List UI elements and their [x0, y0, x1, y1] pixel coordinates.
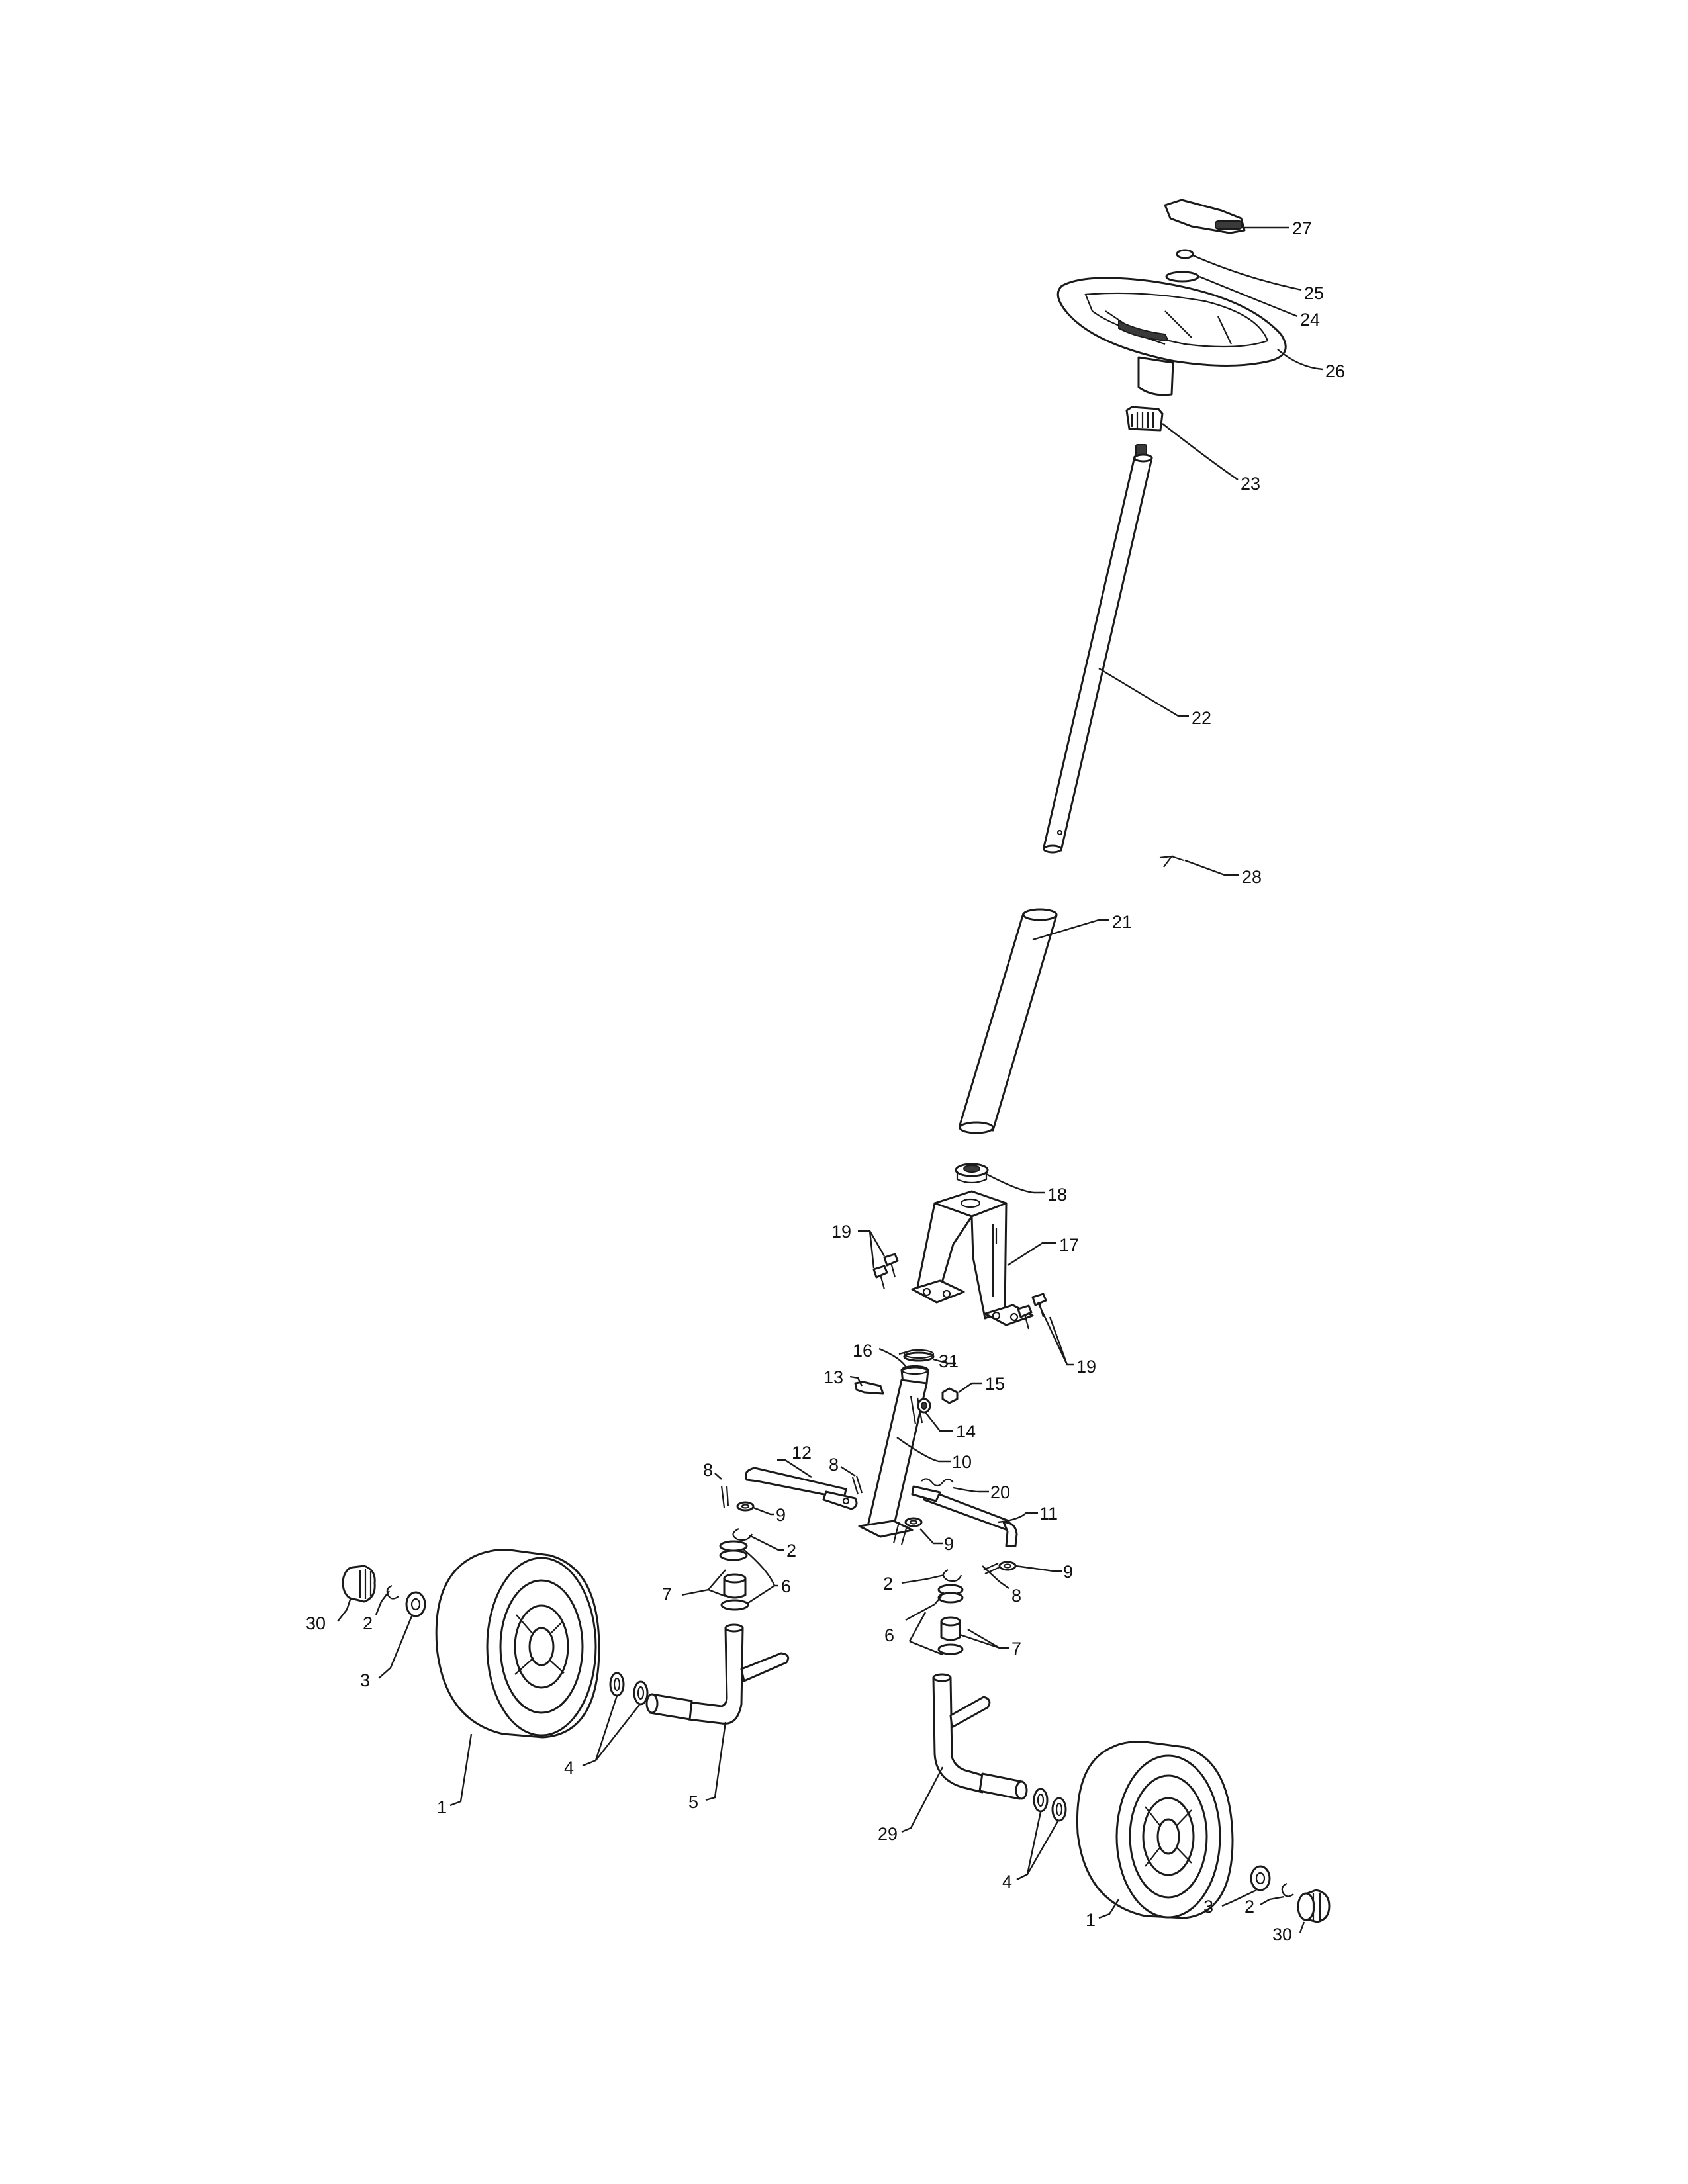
callout-19-right: 19: [1076, 1357, 1096, 1377]
callout-18: 18: [1047, 1185, 1067, 1205]
callout-14: 14: [956, 1422, 976, 1441]
callout-7-left: 7: [662, 1584, 672, 1604]
spindle-bushing: [937, 1616, 964, 1655]
callout-30-right: 30: [1272, 1925, 1292, 1944]
callout-24: 24: [1300, 310, 1320, 330]
pivot-bushing: [917, 1398, 931, 1414]
hairpin-clip: [1281, 1882, 1294, 1897]
callout-9-right: 9: [1063, 1562, 1073, 1582]
callout-22: 22: [1192, 708, 1211, 728]
steering-pivot-shaft: [858, 1379, 928, 1545]
callout-5: 5: [688, 1792, 698, 1812]
hex-bolt: [883, 1253, 899, 1278]
flange-bushing: [955, 1163, 989, 1184]
callout-9-mid: 9: [944, 1534, 954, 1554]
callout-6-right: 6: [884, 1625, 894, 1645]
roll-pin: [1159, 855, 1184, 868]
spindle-bushing: [720, 1573, 749, 1611]
lock-nut: [941, 1387, 959, 1404]
callout-28: 28: [1242, 867, 1262, 887]
callout-29: 29: [878, 1824, 898, 1844]
callout-31: 31: [939, 1351, 959, 1371]
callout-13: 13: [823, 1367, 843, 1387]
shaft-adapter: [1125, 406, 1164, 459]
callout-1-left: 1: [437, 1797, 447, 1817]
steering-support-bracket: [911, 1190, 1034, 1326]
spring-washer: [903, 1349, 935, 1362]
callout-12: 12: [792, 1443, 812, 1463]
callout-20: 20: [990, 1482, 1010, 1502]
hairpin-clip: [386, 1584, 399, 1600]
return-spring: [921, 1478, 954, 1487]
wheel-cap: [1164, 199, 1246, 234]
hub-cap-left: [342, 1565, 376, 1603]
spacer-washer: [633, 1680, 649, 1706]
flat-washer: [1165, 271, 1199, 283]
spindle-right: [932, 1673, 1028, 1800]
callout-8-right: 8: [1011, 1586, 1021, 1606]
callout-2-upper-left: 2: [786, 1541, 796, 1561]
callout-1-right: 1: [1086, 1910, 1096, 1930]
cotter-pin: [851, 1475, 863, 1495]
spindle-left: [645, 1623, 790, 1725]
spindle-washer: [719, 1540, 748, 1561]
callout-2-hub-right: 2: [1244, 1897, 1254, 1917]
steering-wheel: [1056, 277, 1287, 396]
hub-washer: [1250, 1865, 1271, 1891]
flat-washer: [904, 1517, 923, 1527]
callout-23: 23: [1241, 474, 1260, 494]
spindle-washer: [937, 1584, 964, 1604]
callout-11: 11: [1039, 1504, 1058, 1524]
hex-bolt: [872, 1265, 888, 1290]
callout-2-hub-left: 2: [363, 1614, 373, 1633]
callout-27: 27: [1292, 218, 1312, 238]
callout-9-left: 9: [776, 1505, 786, 1525]
callout-21: 21: [1112, 912, 1132, 932]
callout-3-left: 3: [360, 1670, 370, 1690]
steering-shaft: [1043, 453, 1153, 854]
callout-25: 25: [1304, 283, 1324, 303]
callout-8-mid: 8: [829, 1455, 839, 1475]
column-tube: [959, 908, 1058, 1134]
callout-10: 10: [952, 1452, 972, 1472]
callout-26: 26: [1325, 361, 1345, 381]
leader-lines: [337, 226, 1323, 1933]
callout-19-left: 19: [831, 1222, 851, 1242]
callout-4-left: 4: [564, 1758, 574, 1778]
callout-4-right: 4: [1002, 1872, 1012, 1891]
drag-link-right: [911, 1485, 1018, 1547]
hub-cap-right: [1297, 1889, 1331, 1923]
flat-washer: [998, 1561, 1017, 1571]
callout-30-left: 30: [306, 1614, 326, 1633]
flat-washer: [736, 1501, 755, 1512]
hex-nut: [1176, 249, 1194, 259]
callout-labels: 27 25 24 26 23 22 28 21 18 19 17 19 16 3…: [306, 218, 1345, 1944]
front-wheel-left: [435, 1549, 600, 1739]
e-clip: [732, 1528, 753, 1541]
callout-8-left: 8: [703, 1460, 713, 1480]
spacer-washer: [609, 1672, 625, 1697]
spacer-washer: [1051, 1797, 1067, 1822]
hex-bolt: [1017, 1304, 1033, 1330]
drag-link-left: [745, 1467, 858, 1510]
callout-6-left: 6: [781, 1576, 791, 1596]
e-clip: [942, 1569, 962, 1582]
callout-16: 16: [853, 1341, 872, 1361]
callout-17: 17: [1059, 1235, 1079, 1255]
front-wheel-right: [1076, 1741, 1234, 1919]
spacer-washer: [1033, 1788, 1049, 1813]
cotter-pin: [720, 1485, 729, 1508]
callout-7-right: 7: [1011, 1639, 1021, 1659]
callout-2-upper-right: 2: [883, 1574, 893, 1594]
callout-15: 15: [985, 1374, 1005, 1394]
callout-3-right: 3: [1203, 1897, 1213, 1917]
shoulder-bolt: [854, 1381, 884, 1395]
hub-washer: [405, 1591, 426, 1617]
